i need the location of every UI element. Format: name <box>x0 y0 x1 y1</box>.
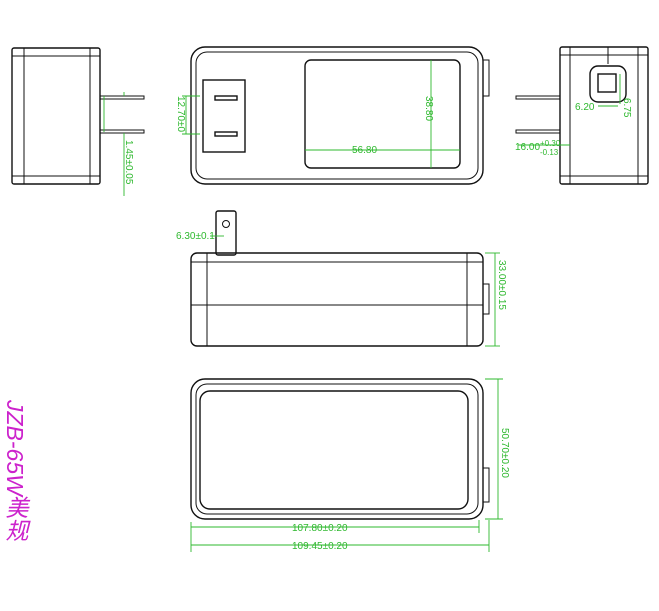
pin-length-tol-minus: -0.13 <box>540 148 559 157</box>
top-view: 6.30±0.1 33.00±0.15 <box>176 210 507 347</box>
pin-length-label: 16.00 <box>515 142 540 153</box>
pin-hole-label: 6.30±0.1 <box>176 231 215 242</box>
plan-view: 50.70±0.20 107.80±0.20 109.45±0.20 <box>190 378 510 552</box>
port-height-label: 6.75 <box>621 98 632 118</box>
overall-length-label: 109.45±0.20 <box>292 541 348 552</box>
inner-length-label: 107.80±0.20 <box>292 523 348 534</box>
port-width-label: 6.20 <box>575 102 595 113</box>
pin-length-tol-plus: +0.30 <box>540 139 561 148</box>
label-width-label: 56.80 <box>352 145 377 156</box>
front-view: 12.70±0 56.80 38.80 <box>175 46 490 185</box>
body-height-label: 33.00±0.15 <box>496 260 507 310</box>
body-depth-label: 50.70±0.20 <box>499 428 510 478</box>
end-view: 6.20 6.75 16.00 +0.30 -0.13 <box>515 46 649 185</box>
model-label: JZB-65W美规 <box>2 400 28 542</box>
pin-thickness-label: 1.45±0.05 <box>123 140 134 185</box>
pin-spacing-label: 12.70±0 <box>175 96 186 133</box>
label-height-label: 38.80 <box>423 96 434 121</box>
side-view-left: 1.45±0.05 <box>11 47 145 196</box>
